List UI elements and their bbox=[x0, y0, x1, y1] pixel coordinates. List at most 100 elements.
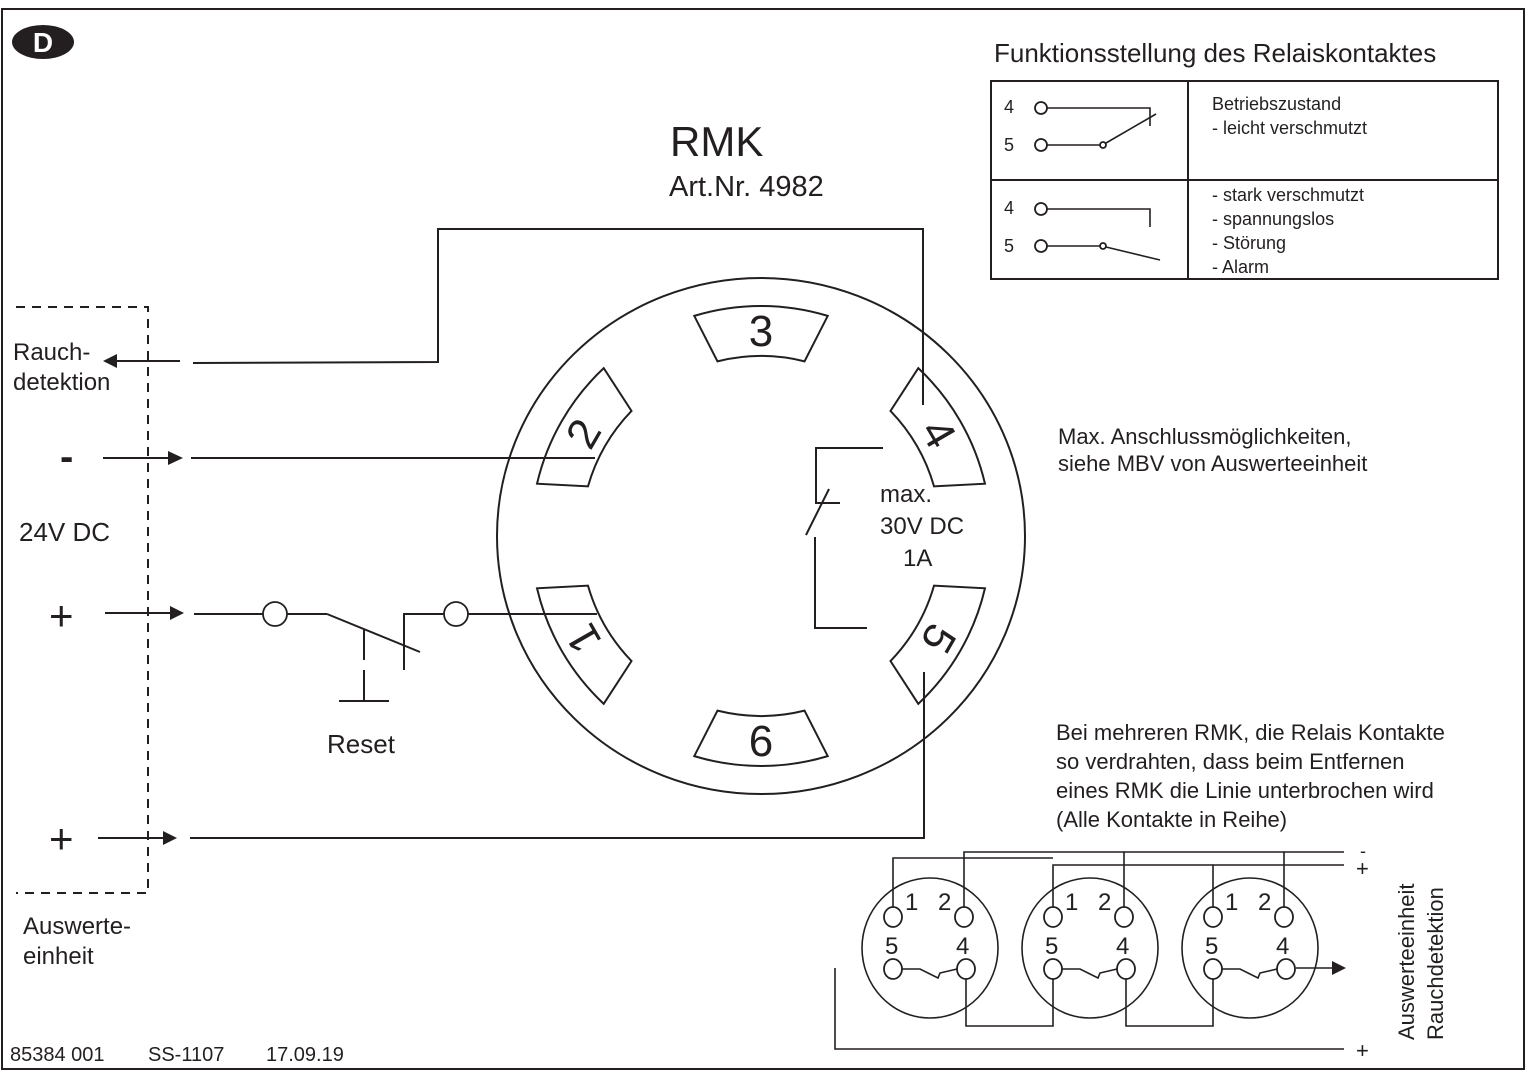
minus-supply-line bbox=[103, 451, 595, 465]
chain-pin-label: 2 bbox=[1098, 889, 1111, 916]
unit-label-line1: Auswerte- bbox=[23, 913, 131, 940]
terminal-label: 4 bbox=[1004, 97, 1014, 117]
chain-pin-label: 1 bbox=[905, 889, 918, 916]
minus-label: - bbox=[60, 435, 73, 479]
chain-pin-2 bbox=[954, 906, 974, 928]
open-contact-icon bbox=[1105, 246, 1161, 261]
multi-rmk-note-line4: (Alle Kontakte in Reihe) bbox=[1056, 807, 1287, 832]
legend-state-text: - Alarm bbox=[1212, 257, 1269, 277]
side-label-line1: Auswerteeinheit bbox=[1394, 883, 1419, 1040]
relay-contact-icon bbox=[805, 488, 830, 536]
arrow-right-icon bbox=[163, 831, 177, 845]
chain-unit-2 bbox=[1021, 877, 1159, 1019]
chain-pin-2 bbox=[1274, 906, 1294, 928]
chain-unit-1 bbox=[861, 877, 999, 1019]
unit-label-line2: einheit bbox=[23, 943, 94, 970]
relay-wire-5 bbox=[814, 537, 867, 629]
rauch-label-line2: detektion bbox=[13, 369, 110, 396]
socket-terminal-label: 6 bbox=[749, 717, 773, 766]
chain-pin-5 bbox=[1043, 958, 1063, 980]
reset-switch-contact-icon bbox=[326, 613, 421, 653]
socket-terminal-4 bbox=[889, 366, 987, 488]
chain-pin-label: 5 bbox=[885, 933, 898, 960]
rating-line1: max. bbox=[880, 481, 932, 508]
socket-terminal-6 bbox=[692, 709, 830, 767]
contact-pivot-icon bbox=[1099, 141, 1107, 149]
socket-outline bbox=[496, 277, 1026, 795]
chain-pin-label: 2 bbox=[938, 889, 951, 916]
rauch-label-line1: Rauch- bbox=[13, 339, 90, 366]
chain-pin-1 bbox=[883, 906, 903, 928]
chain-pin-1 bbox=[1043, 906, 1063, 928]
chain-pin-label: 1 bbox=[1065, 889, 1078, 916]
terminal-label: 5 bbox=[1004, 135, 1014, 155]
relay-legend: Funktionsstellung des Relaiskontaktes 4 … bbox=[990, 38, 1499, 280]
footer-doc-number: 85384 001 bbox=[10, 1044, 105, 1066]
side-label-line2: Rauchdetektion bbox=[1423, 887, 1448, 1040]
reset-terminal-icon bbox=[443, 601, 469, 627]
chain-relay-contact-icon bbox=[902, 968, 958, 980]
rating-line2: 30V DC bbox=[880, 513, 964, 540]
bus-plus-label: + bbox=[1356, 856, 1369, 881]
terminal-5-icon bbox=[1034, 239, 1048, 253]
smoke-detection-signal-line bbox=[103, 228, 924, 405]
reset-terminal-icon bbox=[262, 601, 288, 627]
multi-rmk-note-line3: eines RMK die Linie unterbrochen wird bbox=[1056, 778, 1434, 803]
legend-state-text: - Störung bbox=[1212, 233, 1286, 253]
chain-pin-5 bbox=[1203, 958, 1223, 980]
evaluation-unit-boundary bbox=[16, 306, 149, 894]
reset-label: Reset bbox=[327, 729, 396, 759]
rating-line3: 1A bbox=[903, 545, 932, 572]
arrow-right-icon bbox=[170, 606, 184, 620]
chain-pin-label: 2 bbox=[1258, 889, 1271, 916]
socket-terminal-label: 3 bbox=[749, 307, 773, 356]
legend-heading: Funktionsstellung des Relaiskontaktes bbox=[994, 38, 1436, 68]
chain-pin-label: 4 bbox=[1276, 933, 1289, 960]
voltage-label: 24V DC bbox=[19, 517, 110, 547]
article-number: Art.Nr. 4982 bbox=[669, 171, 824, 203]
terminal-4-icon bbox=[1034, 202, 1048, 216]
chain-pin-label: 4 bbox=[956, 933, 969, 960]
device-title: RMK bbox=[670, 118, 763, 165]
plus-supply-line-reset bbox=[105, 601, 597, 702]
socket-terminal-3 bbox=[692, 305, 830, 363]
chain-relay-contact-icon bbox=[1222, 968, 1278, 980]
language-badge: D bbox=[12, 25, 74, 59]
return-plus-label: + bbox=[1356, 1038, 1369, 1063]
terminal-label: 5 bbox=[1004, 236, 1014, 256]
plus-return-line bbox=[834, 968, 1344, 1050]
relay-wire-4 bbox=[815, 447, 883, 504]
plus-label-1: + bbox=[49, 592, 74, 639]
legend-state-text: - leicht verschmutzt bbox=[1212, 118, 1367, 138]
chain-pin-4 bbox=[1116, 958, 1136, 980]
chain-pin-1 bbox=[1203, 906, 1223, 928]
multi-rmk-note-line2: so verdrahten, dass beim Entfernen bbox=[1056, 749, 1405, 774]
legend-row-open: 4 5 - stark verschmutzt - spannungslos -… bbox=[1004, 185, 1364, 277]
footer-date: 17.09.19 bbox=[266, 1044, 344, 1066]
chain-pin-label: 4 bbox=[1116, 933, 1129, 960]
legend-state-text: - spannungslos bbox=[1212, 209, 1334, 229]
chain-pin-label: 5 bbox=[1045, 933, 1058, 960]
closed-contact-icon bbox=[1105, 113, 1157, 144]
multi-rmk-note-line1: Bei mehreren RMK, die Relais Kontakte bbox=[1056, 720, 1445, 745]
plus-supply-line-bottom bbox=[98, 672, 925, 845]
socket-terminal-2 bbox=[535, 366, 633, 488]
terminal-4-icon bbox=[1034, 101, 1048, 115]
chain-pin-4 bbox=[956, 958, 976, 980]
contact-pivot-icon bbox=[1099, 242, 1107, 250]
plus-label-2: + bbox=[49, 815, 74, 862]
max-connections-note-line1: Max. Anschlussmöglichkeiten, bbox=[1058, 424, 1351, 449]
output-arrow-icon bbox=[1332, 961, 1346, 975]
chain-pin-2 bbox=[1114, 906, 1134, 928]
chain-relay-contact-icon bbox=[1062, 968, 1118, 980]
bus-minus-label: - bbox=[1360, 841, 1366, 861]
language-badge-label: D bbox=[33, 27, 53, 58]
footer-code: SS-1107 bbox=[148, 1044, 224, 1066]
page-frame bbox=[1, 8, 1525, 1070]
chain-pin-label: 1 bbox=[1225, 889, 1238, 916]
arrow-left-icon bbox=[103, 354, 117, 368]
chain-unit-3 bbox=[1181, 877, 1319, 1019]
socket-terminal-1 bbox=[535, 584, 633, 706]
